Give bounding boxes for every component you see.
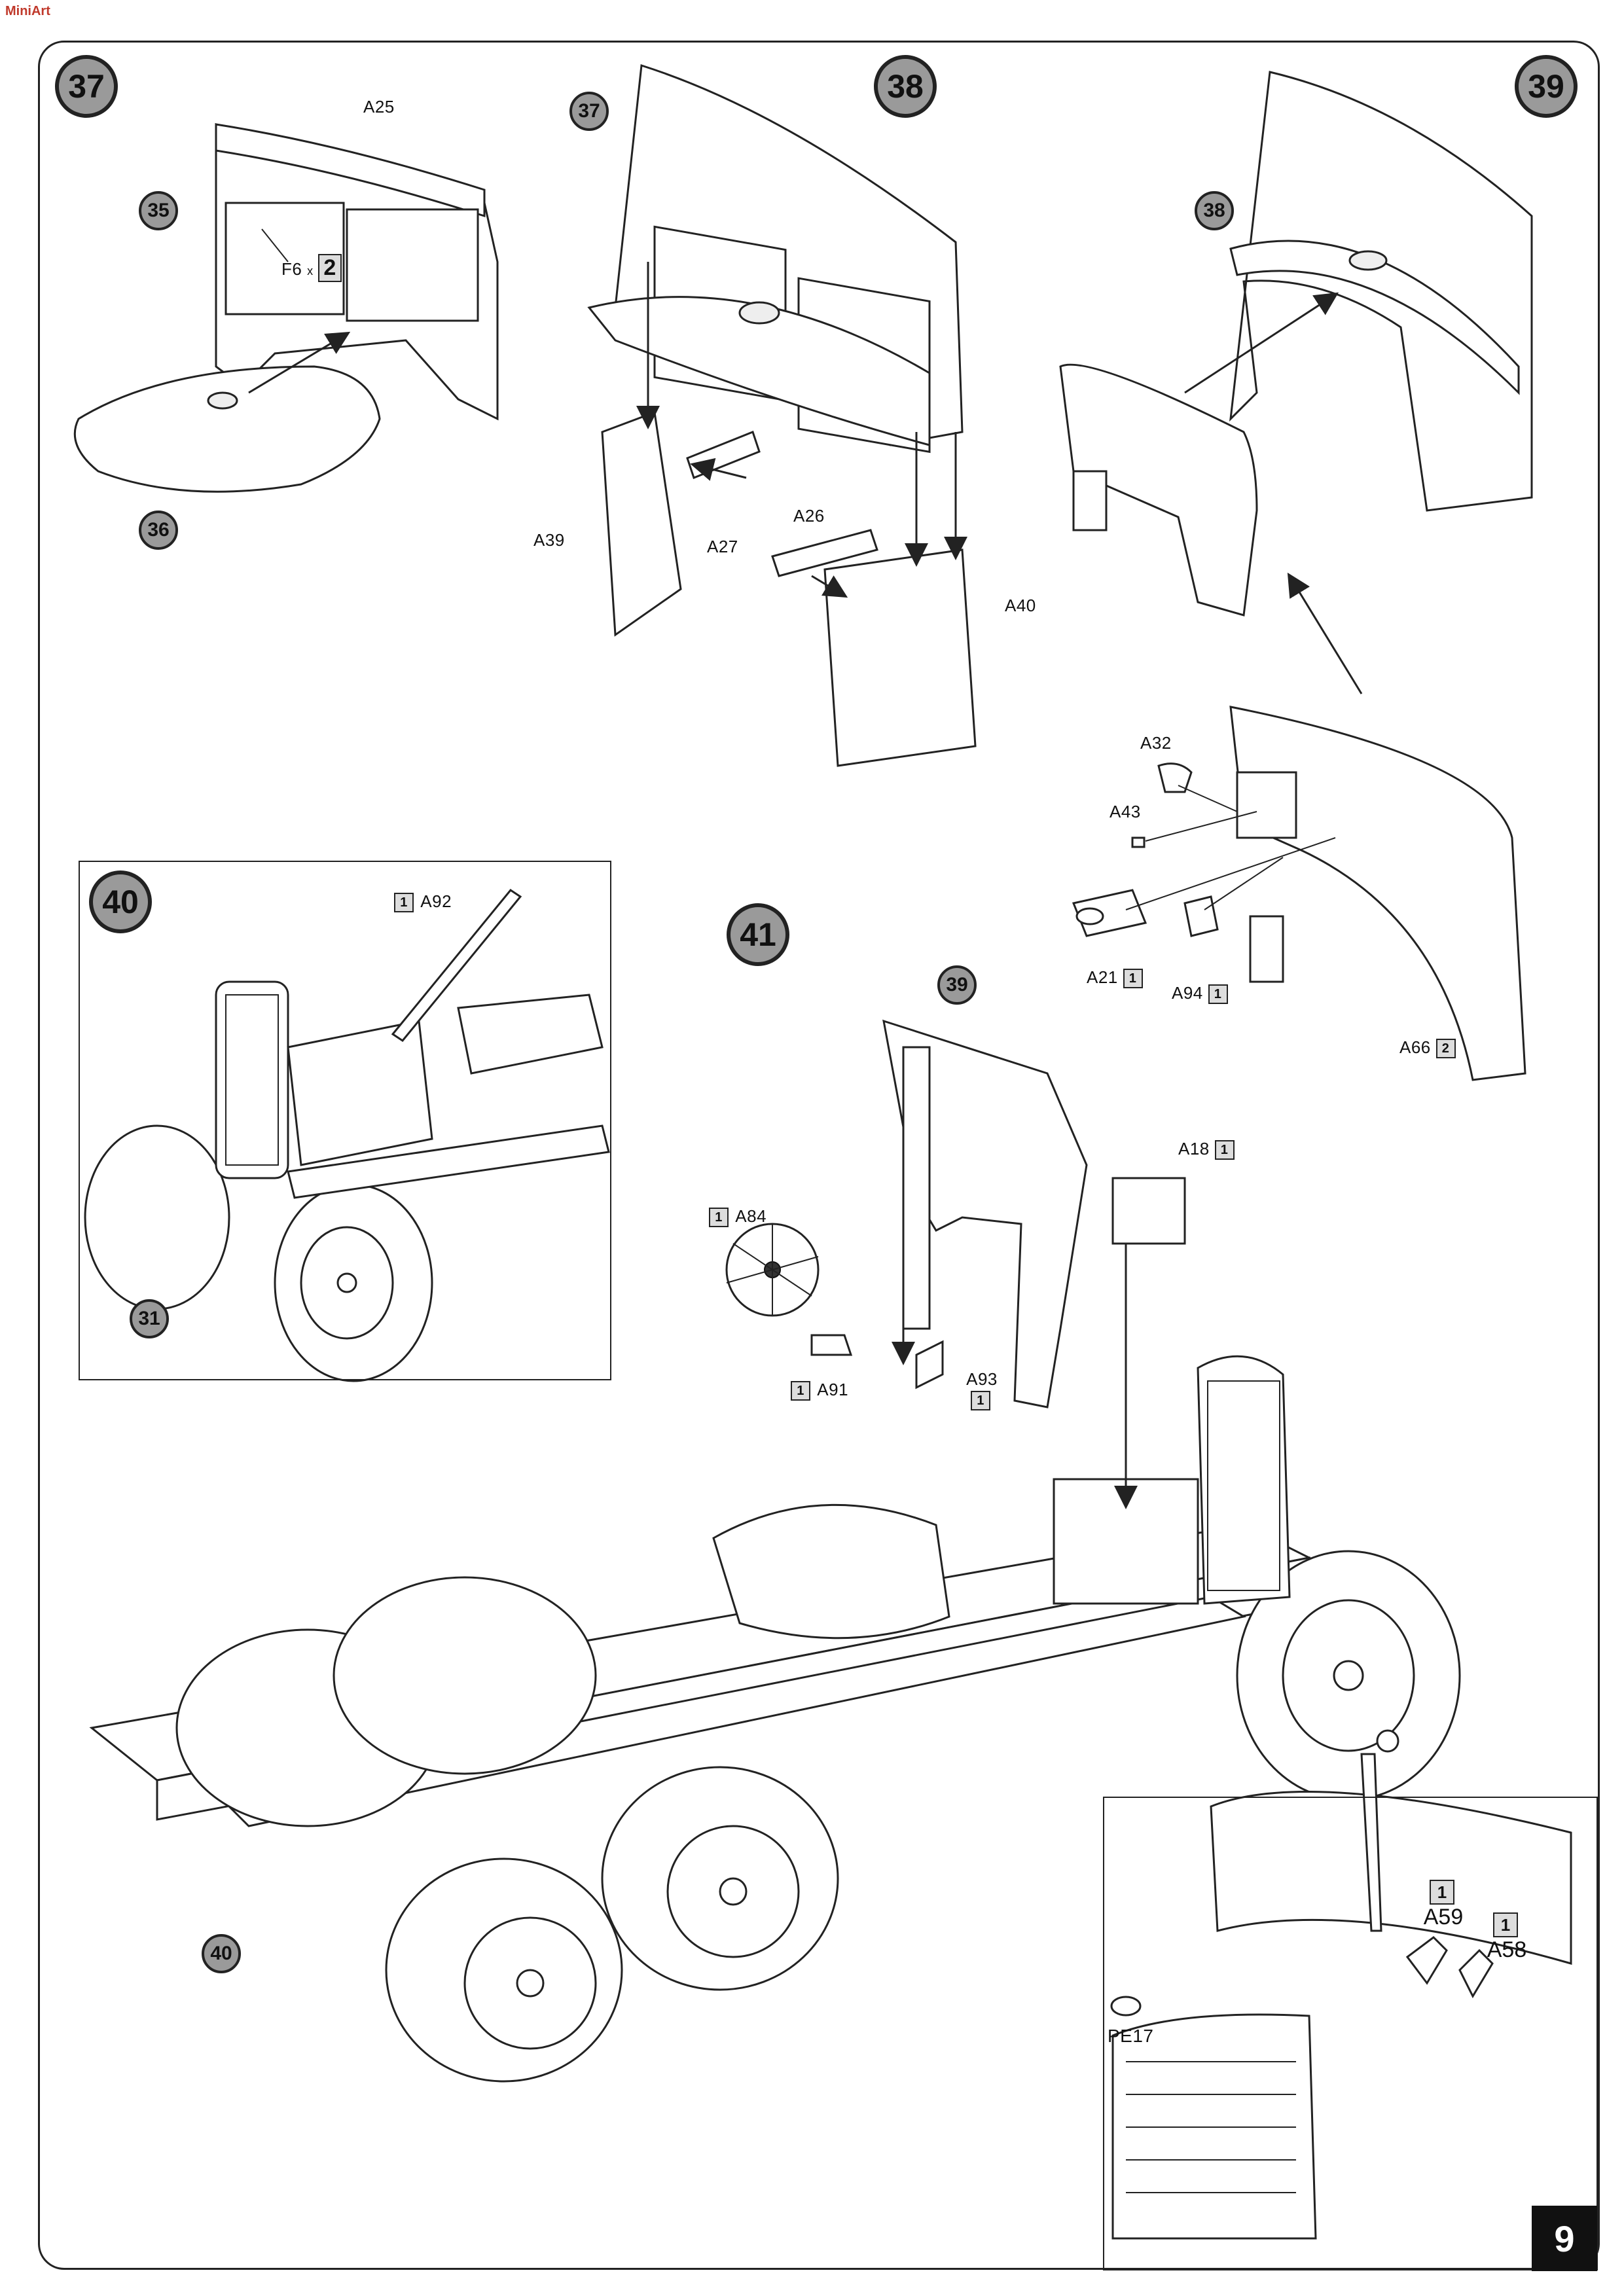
ref-step-38: 38 (1195, 191, 1234, 230)
a58-code: A58 (1487, 1937, 1527, 1963)
part-label-a91: 1 A91 (791, 1380, 848, 1401)
part-label-a18: A18 1 (1178, 1139, 1237, 1160)
part-label-a21: A21 1 (1087, 967, 1146, 989)
a92-code: A92 (420, 891, 452, 911)
step-number-37: 37 (55, 55, 118, 118)
step40-inset-box (79, 861, 611, 1380)
a59-qty: 1 (1430, 1880, 1454, 1905)
part-label-a94: A94 1 (1172, 983, 1231, 1005)
a84-qty: 1 (709, 1208, 729, 1228)
f6-code: F6 (281, 259, 302, 279)
part-label-a59: 1 A59 (1417, 1878, 1470, 1930)
part-label-a58: 1 A58 (1481, 1911, 1533, 1963)
a91-code: A91 (817, 1380, 849, 1399)
a18-code: A18 (1178, 1139, 1210, 1158)
ref-step-39: 39 (937, 965, 977, 1005)
part-label-a25: A25 (363, 97, 395, 117)
step39-drawing (1059, 71, 1533, 694)
step40-drawing (84, 888, 610, 1382)
ref-step-36: 36 (139, 511, 178, 550)
part-label-a32: A32 (1140, 733, 1172, 753)
a21-code: A21 (1087, 967, 1118, 987)
step-number-38: 38 (874, 55, 937, 118)
a94-qty: 1 (1208, 984, 1228, 1005)
a93-code: A93 (966, 1369, 998, 1389)
part-label-f6: F6 x 2 (281, 254, 342, 282)
a84-code: A84 (735, 1206, 767, 1226)
part-label-a26: A26 (793, 506, 825, 526)
part-label-a39: A39 (533, 530, 565, 550)
a93-qty: 1 (971, 1391, 990, 1411)
ref-step-40: 40 (202, 1934, 241, 1973)
step38-drawing (587, 64, 977, 767)
step-number-39: 39 (1515, 55, 1578, 118)
a66-qty: 2 (1435, 1039, 1456, 1059)
ref-step-37: 37 (569, 92, 609, 131)
part-label-a92: 1 A92 (394, 891, 452, 913)
step41-drawing (89, 1019, 1461, 2083)
brand-logo: MiniArt (5, 4, 50, 18)
step-number-41: 41 (727, 903, 789, 966)
a18-qty: 1 (1214, 1140, 1235, 1160)
part-label-a43: A43 (1110, 802, 1141, 821)
a92-qty: 1 (394, 893, 414, 913)
ref-step-35: 35 (139, 191, 178, 230)
a94-code: A94 (1172, 983, 1203, 1003)
a58-qty: 1 (1493, 1912, 1518, 1938)
inset-drawing (1110, 1729, 1572, 2240)
part-label-pe17: PE17 (1108, 2026, 1154, 2046)
a66-code: A66 (1399, 1037, 1431, 1057)
part-label-a84: 1 A84 (709, 1206, 767, 1228)
a66-detail (1072, 706, 1526, 1081)
a21-qty: 1 (1123, 969, 1143, 989)
part-label-a40: A40 (1005, 596, 1036, 615)
part-label-a93: A93 1 (962, 1369, 1001, 1411)
a91-qty: 1 (791, 1381, 810, 1401)
part-label-a66: A66 2 (1399, 1037, 1458, 1059)
step-number-40: 40 (89, 870, 152, 933)
f6-multiplier: x (307, 264, 314, 278)
a59-code: A59 (1423, 1905, 1464, 1930)
part-label-a27: A27 (707, 537, 738, 556)
ref-step-31: 31 (130, 1299, 169, 1338)
step37-drawing (73, 122, 499, 493)
pedal-detail-inset-box (1103, 1797, 1598, 2270)
f6-count: 2 (318, 254, 342, 282)
page-number: 9 (1532, 2206, 1597, 2271)
